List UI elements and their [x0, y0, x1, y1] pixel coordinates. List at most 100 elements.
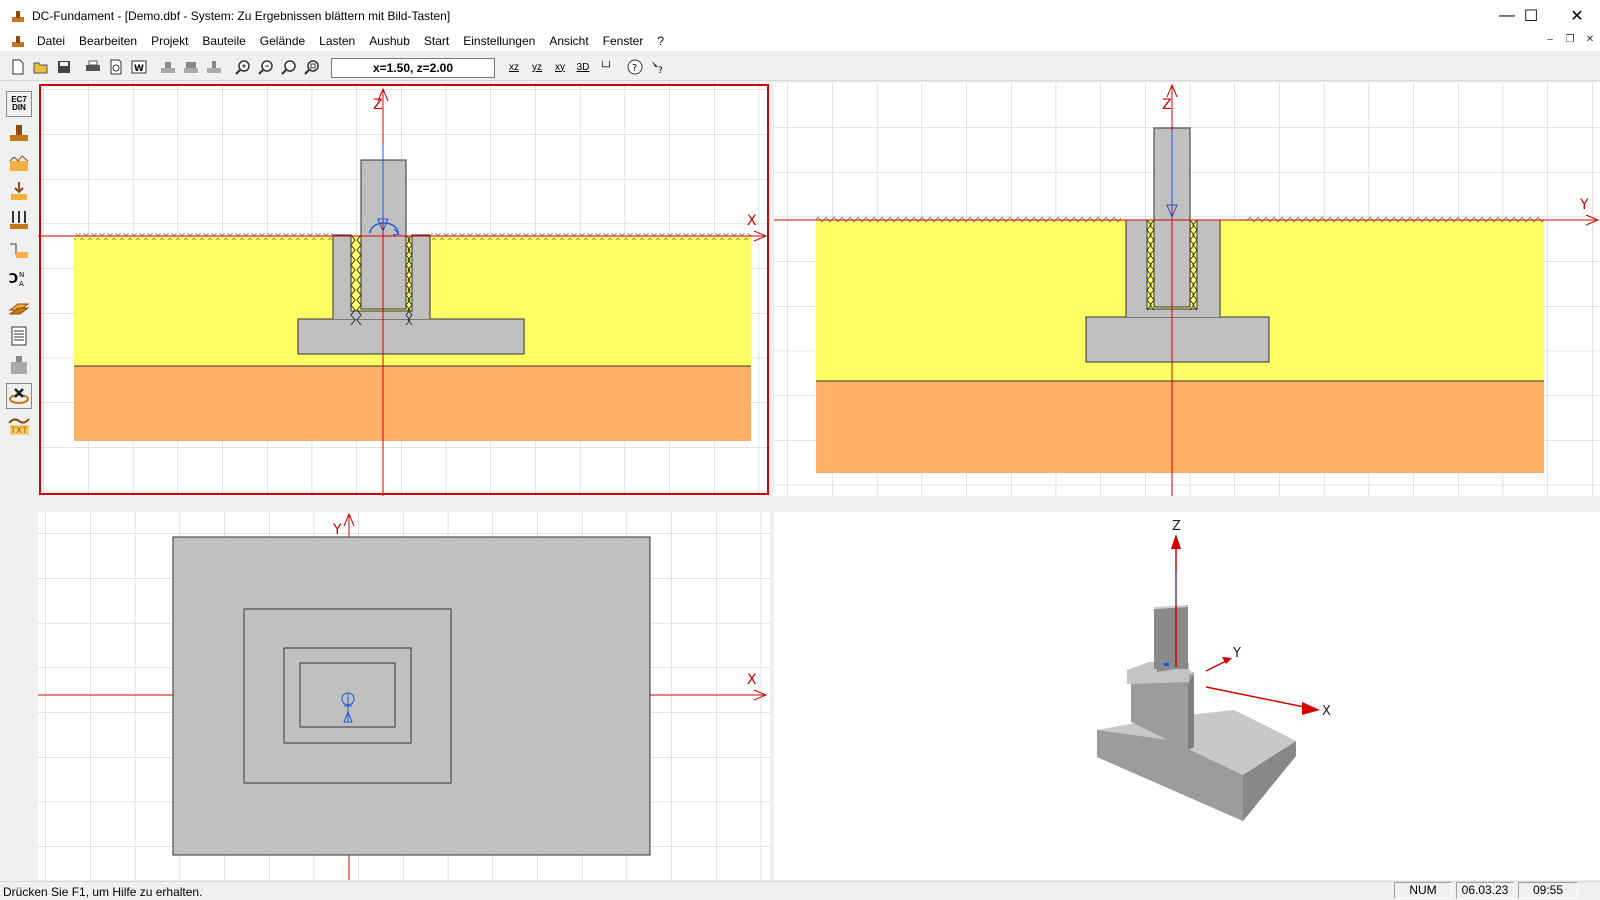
foundation-icon — [10, 125, 28, 141]
excavation-icon — [10, 243, 28, 258]
menu-help[interactable]: ? — [657, 34, 665, 48]
xz-axis-z-label: Z — [373, 97, 383, 113]
toolbar — [0, 53, 1600, 81]
view-xy-button[interactable]: xy — [555, 61, 565, 73]
open-folder-icon — [33, 62, 48, 74]
mdi-minimize-button[interactable]: – — [1547, 34, 1553, 45]
mdi-close-button[interactable]: ✕ — [1585, 34, 1595, 45]
svg-text:?: ? — [658, 66, 663, 75]
coordinate-display: x=1.50, z=2.00 — [331, 58, 495, 78]
minimize-button[interactable]: — — [1499, 6, 1515, 24]
text-output-button[interactable]: TXT — [6, 413, 32, 439]
component-button-3[interactable] — [205, 58, 223, 76]
iso-axis-z-label: Z — [1172, 519, 1181, 534]
view-yz[interactable]: Z Y — [774, 83, 1600, 496]
word-export-button[interactable]: W — [130, 58, 148, 76]
view-yz-button[interactable]: yz — [532, 61, 542, 73]
menu-gelaende[interactable]: Gelände — [259, 34, 306, 48]
distributed-load-button[interactable] — [6, 207, 32, 233]
txt-label: TXT — [9, 425, 29, 435]
foundation-icon — [161, 62, 175, 73]
word-icon: W — [131, 60, 147, 74]
view-xy[interactable]: Y X — [38, 512, 770, 880]
help-button[interactable]: ? — [626, 58, 644, 76]
zoom-out-icon — [258, 60, 273, 75]
load-button[interactable] — [6, 178, 32, 204]
num-lock-indicator: NUM — [1394, 882, 1452, 899]
terrain-button[interactable] — [6, 149, 32, 175]
menu-bar: Datei Bearbeiten Projekt Bauteile Geländ… — [0, 31, 1600, 51]
view-3d[interactable]: Z X Y — [774, 512, 1600, 880]
component-button-1[interactable] — [159, 58, 177, 76]
menu-start[interactable]: Start — [423, 34, 450, 48]
foundation-icon — [207, 61, 221, 73]
xy-axis-y-label: Y — [332, 522, 342, 538]
menu-fenster[interactable]: Fenster — [602, 34, 644, 48]
wave-icon — [8, 418, 30, 424]
save-button[interactable] — [55, 58, 73, 76]
building-icon — [11, 356, 27, 374]
app-icon — [12, 10, 24, 22]
yz-drawing: Z Y — [774, 83, 1600, 496]
xz-axis-x-label: X — [747, 213, 757, 229]
menu-aushub[interactable]: Aushub — [369, 34, 410, 48]
menu-einstellungen[interactable]: Einstellungen — [463, 34, 536, 48]
date-display: 06.03.23 — [1456, 882, 1514, 899]
xz-drawing: Z X — [38, 83, 770, 496]
yz-axis-z-label: Z — [1162, 97, 1172, 113]
status-bar: Drücken Sie F1, um Hilfe zu erhalten. — [0, 881, 1600, 900]
zoom-fit-icon — [281, 60, 296, 75]
svg-text:W: W — [134, 64, 144, 74]
view-3d-button[interactable]: 3D — [576, 61, 590, 73]
layer-button[interactable] — [6, 294, 32, 320]
report-icon — [11, 326, 27, 346]
view-axes-button[interactable]: └┘ — [598, 61, 614, 73]
print-preview-button[interactable] — [107, 58, 125, 76]
new-file-button[interactable] — [9, 58, 27, 76]
svg-text:?: ? — [632, 63, 637, 74]
zoom-window-button[interactable] — [303, 58, 321, 76]
ec7-label: EC7 — [11, 95, 27, 104]
context-help-icon: ? — [652, 61, 663, 75]
menu-bearbeiten[interactable]: Bearbeiten — [79, 34, 138, 48]
menu-bauteile[interactable]: Bauteile — [202, 34, 246, 48]
time-display: 09:55 — [1518, 882, 1578, 899]
component-button-2[interactable] — [182, 58, 200, 76]
svg-text:A: A — [19, 280, 24, 288]
zoom-out-button[interactable] — [257, 58, 275, 76]
print-preview-icon — [110, 59, 122, 75]
view-xz-button[interactable]: xz — [509, 61, 519, 73]
calculate-icon — [9, 388, 29, 404]
iso-axis-x-label: X — [1322, 704, 1331, 719]
standard-ec7-din-button[interactable]: EC7 DIN — [6, 91, 32, 117]
help-icon: ? — [627, 59, 643, 75]
menu-lasten[interactable]: Lasten — [319, 34, 356, 48]
title-bar: DC-Fundament - [Demo.dbf - System: Zu Er… — [0, 0, 1600, 31]
view-xz[interactable]: Z X — [38, 83, 770, 496]
building-button[interactable] — [6, 352, 32, 378]
printer-icon — [86, 60, 100, 71]
print-button[interactable] — [84, 58, 102, 76]
foundation-button[interactable] — [6, 120, 32, 146]
maximize-button[interactable]: ☐ — [1523, 7, 1539, 25]
report-button[interactable] — [6, 323, 32, 349]
menu-datei[interactable]: Datei — [37, 34, 66, 48]
load-arrow-icon — [11, 182, 27, 200]
yz-axis-y-label: Y — [1579, 197, 1589, 213]
zoom-fit-button[interactable] — [280, 58, 298, 76]
calculation-button[interactable] — [6, 383, 32, 409]
terrain-icon — [9, 155, 29, 171]
close-button[interactable]: ✕ — [1570, 7, 1584, 25]
status-text: Drücken Sie F1, um Hilfe zu erhalten. — [3, 885, 203, 899]
context-help-button[interactable]: ? — [649, 58, 667, 76]
excavation-button[interactable] — [6, 236, 32, 262]
menu-ansicht[interactable]: Ansicht — [549, 34, 589, 48]
xy-drawing: Y X — [38, 512, 770, 880]
menu-projekt[interactable]: Projekt — [151, 34, 189, 48]
mdi-restore-button[interactable]: ❐ — [1565, 34, 1575, 45]
zoom-in-button[interactable] — [234, 58, 252, 76]
open-file-button[interactable] — [32, 58, 50, 76]
din-label: DIN — [12, 103, 26, 112]
